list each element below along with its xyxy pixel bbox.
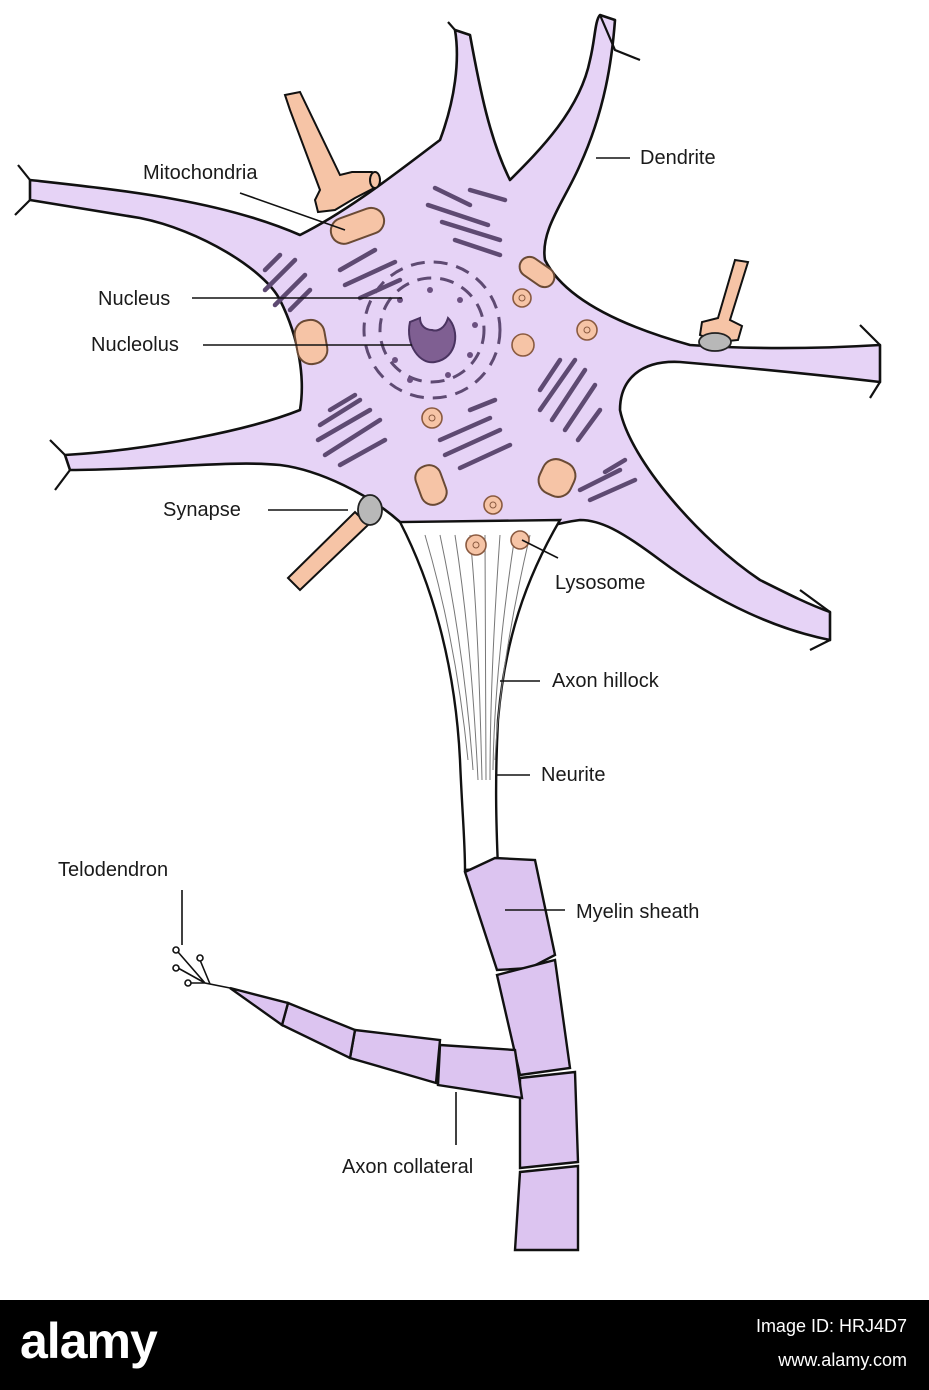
label-mitochondria: Mitochondria bbox=[143, 162, 258, 184]
label-synapse: Synapse bbox=[163, 499, 241, 521]
nucleus bbox=[362, 260, 502, 400]
watermark-footer: alamy Image ID: HRJ4D7 www.alamy.com bbox=[0, 1300, 929, 1390]
label-nucleolus: Nucleolus bbox=[91, 334, 179, 356]
label-nucleus: Nucleus bbox=[98, 288, 170, 310]
telodendron-terminals bbox=[172, 946, 231, 989]
leader-lines bbox=[181, 157, 630, 1145]
synapse-disc-left bbox=[357, 494, 383, 526]
hillock-fibers bbox=[424, 534, 531, 781]
myelin-main bbox=[463, 856, 580, 1252]
label-lysosome: Lysosome bbox=[555, 572, 645, 594]
label-axon-hillock: Axon hillock bbox=[552, 670, 660, 692]
dendrite-branches bbox=[14, 14, 881, 651]
label-telodendron: Telodendron bbox=[58, 859, 168, 881]
synapse-disc-right bbox=[698, 332, 732, 352]
endoplasmic-reticulum bbox=[262, 185, 638, 503]
label-myelin-sheath: Myelin sheath bbox=[576, 901, 699, 923]
label-neurite: Neurite bbox=[541, 764, 605, 786]
image-id: Image ID: HRJ4D7 bbox=[755, 1316, 907, 1336]
label-dendrite: Dendrite bbox=[640, 147, 716, 169]
footer-url: www.alamy.com bbox=[778, 1350, 907, 1370]
alamy-logo: alamy bbox=[20, 1313, 158, 1369]
lysosome-group bbox=[421, 288, 598, 556]
cell-body bbox=[28, 13, 882, 642]
label-axon-collateral: Axon collateral bbox=[342, 1156, 473, 1178]
neuron-diagram: Mitochondria Dendrite Nucleus Nucleolus … bbox=[14, 13, 882, 1252]
axon-collateral-segments bbox=[229, 986, 524, 1100]
mitochondria-group bbox=[293, 206, 577, 506]
nucleolus bbox=[408, 316, 457, 364]
